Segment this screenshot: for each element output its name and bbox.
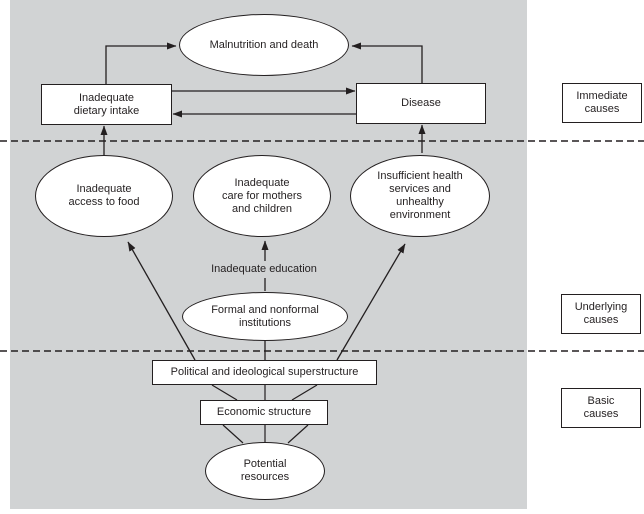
node-institutions-label: Formal and nonformal institutions xyxy=(211,303,319,329)
node-access-label: Inadequate access to food xyxy=(68,183,140,208)
node-care-label: Inadequate care for mothers and children xyxy=(221,176,303,215)
basic-causes-label: Basic causes xyxy=(583,395,619,420)
node-inadequate-access-to-food: Inadequate access to food xyxy=(35,155,173,237)
connector-superstructure-economic-right xyxy=(291,384,318,401)
connector-economic-resources-left xyxy=(222,424,244,444)
node-malnutrition-and-death: Malnutrition and death xyxy=(179,14,349,76)
level-label-underlying-causes: Underlying causes xyxy=(561,294,641,334)
immediate-causes-label: Immediate causes xyxy=(576,90,628,115)
node-intake-label: Inadequate dietary intake xyxy=(73,91,140,117)
node-economic-structure: Economic structure xyxy=(200,400,328,425)
node-superstructure-label: Political and ideological superstructure xyxy=(170,366,359,378)
level-label-basic-causes: Basic causes xyxy=(561,388,641,428)
arrow-intake-to-malnutrition xyxy=(105,42,177,84)
level-label-immediate-causes: Immediate causes xyxy=(562,83,642,123)
node-malnutrition-label: Malnutrition and death xyxy=(209,38,319,51)
node-inadequate-dietary-intake: Inadequate dietary intake xyxy=(41,84,172,125)
node-disease-label: Disease xyxy=(401,97,441,109)
node-formal-nonformal-institutions: Formal and nonformal institutions xyxy=(182,292,348,341)
education-label: Inadequate education xyxy=(211,262,317,275)
label-inadequate-education: Inadequate education xyxy=(194,262,334,276)
node-political-ideological-superstructure: Political and ideological superstructure xyxy=(152,360,377,385)
connector-superstructure-economic-left xyxy=(211,384,238,401)
node-inadequate-care: Inadequate care for mothers and children xyxy=(193,155,331,237)
node-potential-resources: Potential resources xyxy=(205,442,325,500)
node-disease: Disease xyxy=(356,83,486,124)
node-health-label: Insufficient health services and unhealt… xyxy=(377,170,463,221)
arrow-superstructure-to-access xyxy=(127,241,196,361)
arrow-disease-to-malnutrition xyxy=(351,42,423,83)
node-resources-label: Potential resources xyxy=(240,458,290,483)
node-economic-label: Economic structure xyxy=(216,406,312,418)
arrow-superstructure-to-health xyxy=(336,243,406,361)
underlying-causes-label: Underlying causes xyxy=(574,301,628,326)
node-insufficient-health-services: Insufficient health services and unhealt… xyxy=(350,155,490,237)
connector-economic-resources-right xyxy=(287,424,309,444)
